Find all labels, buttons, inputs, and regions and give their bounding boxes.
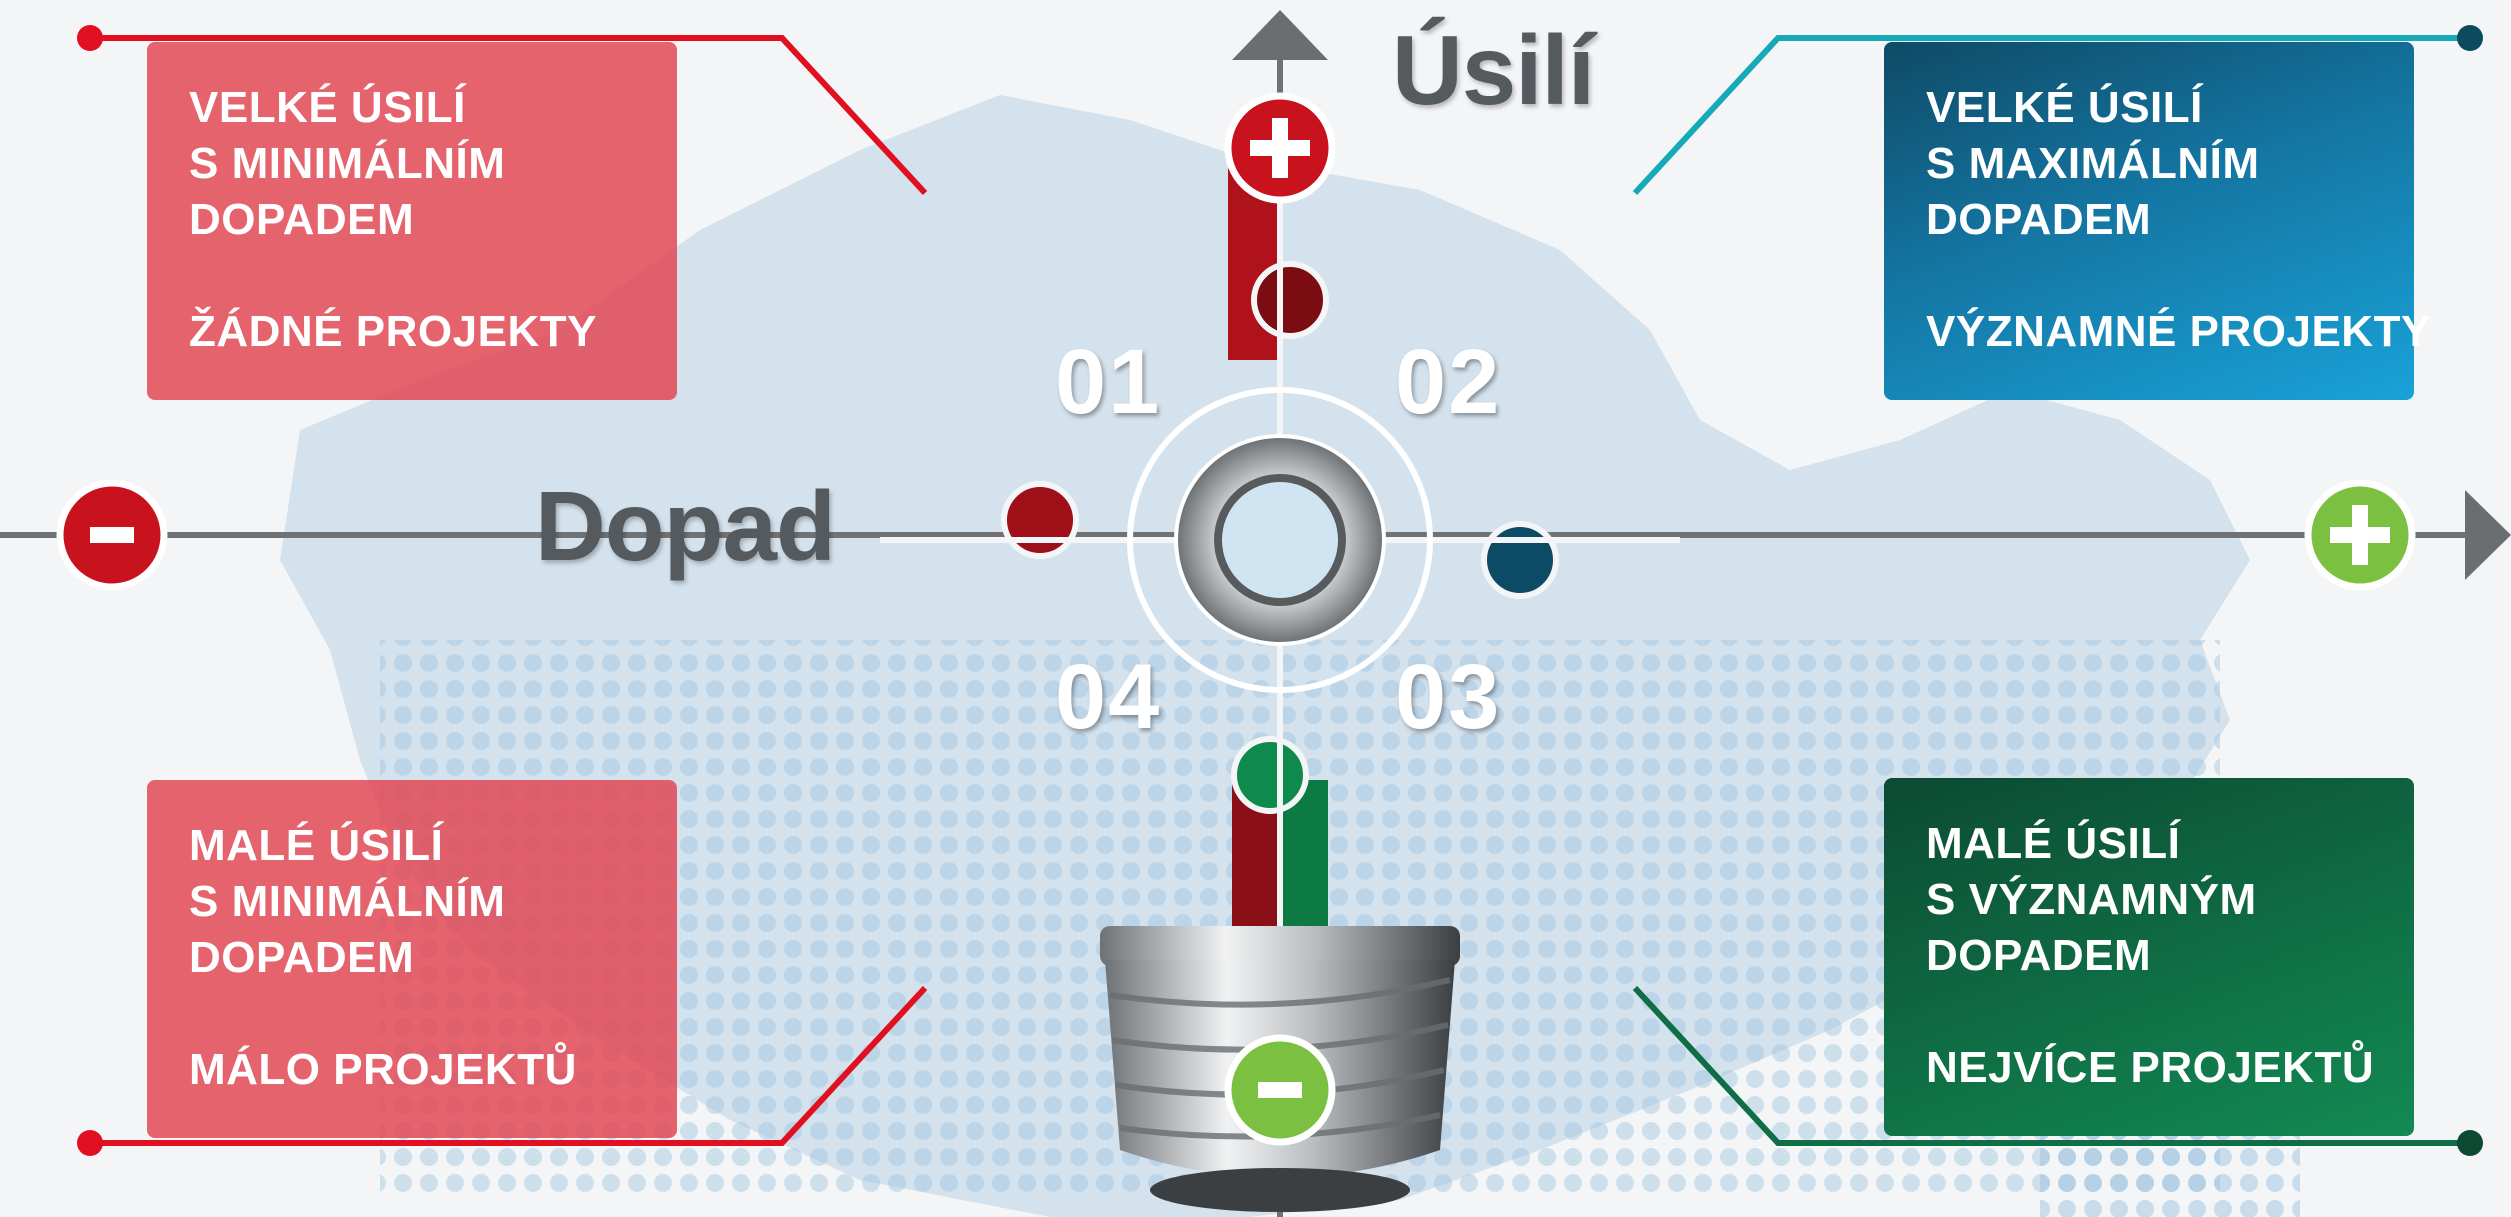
quadrant-title: MALÉ ÚSILÍ S MINIMÁLNÍM DOPADEM bbox=[189, 821, 506, 982]
gear-quadrants bbox=[880, 150, 1680, 930]
quadrant-box-low-effort-low-impact: MALÉ ÚSILÍ S MINIMÁLNÍM DOPADEM MÁLO PRO… bbox=[147, 780, 677, 1138]
quadrant-title: VELKÉ ÚSILÍ S MINIMÁLNÍM DOPADEM bbox=[189, 83, 506, 244]
gear-piece-03-label: 03 bbox=[1395, 646, 1502, 748]
arrow-up-icon bbox=[1232, 10, 1328, 60]
quadrant-subtitle: NEJVÍCE PROJEKTŮ bbox=[1926, 1043, 2375, 1092]
connector-lines bbox=[90, 35, 2470, 1146]
quadrant-title: MALÉ ÚSILÍ S VÝZNAMNÝM DOPADEM bbox=[1926, 819, 2257, 980]
arrow-right-icon bbox=[2465, 490, 2511, 580]
quadrant-box-high-effort-low-impact: VELKÉ ÚSILÍ S MINIMÁLNÍM DOPADEM ŽÁDNÉ P… bbox=[147, 42, 677, 400]
connector-dot bbox=[77, 1130, 103, 1156]
gear-piece-01-label: 01 bbox=[1055, 331, 1162, 433]
quadrant-box-high-effort-high-impact: VELKÉ ÚSILÍ S MAXIMÁLNÍM DOPADEM VÝZNAMN… bbox=[1884, 42, 2431, 400]
plus-icon bbox=[1224, 92, 1336, 204]
effort-axis-label: Úsilí bbox=[1392, 15, 1595, 125]
quadrant-subtitle: MÁLO PROJEKTŮ bbox=[189, 1045, 577, 1094]
minus-icon bbox=[1224, 1034, 1336, 1146]
minus-icon bbox=[56, 479, 168, 591]
quadrant-title: VELKÉ ÚSILÍ S MAXIMÁLNÍM DOPADEM bbox=[1926, 83, 2260, 244]
connector-dot bbox=[2457, 25, 2483, 51]
quadrant-subtitle: VÝZNAMNÉ PROJEKTY bbox=[1926, 307, 2431, 356]
plus-icon bbox=[2304, 479, 2416, 591]
impact-axis-label: Dopad bbox=[535, 471, 836, 581]
connector-dot bbox=[77, 25, 103, 51]
gear-piece-02-label: 02 bbox=[1395, 331, 1502, 433]
quadrant-subtitle: ŽÁDNÉ PROJEKTY bbox=[189, 307, 597, 356]
quadrant-box-low-effort-high-impact: MALÉ ÚSILÍ S VÝZNAMNÝM DOPADEM NEJVÍCE P… bbox=[1884, 778, 2414, 1136]
gear-piece-04-label: 04 bbox=[1055, 646, 1162, 748]
connector-dot bbox=[2457, 1130, 2483, 1156]
